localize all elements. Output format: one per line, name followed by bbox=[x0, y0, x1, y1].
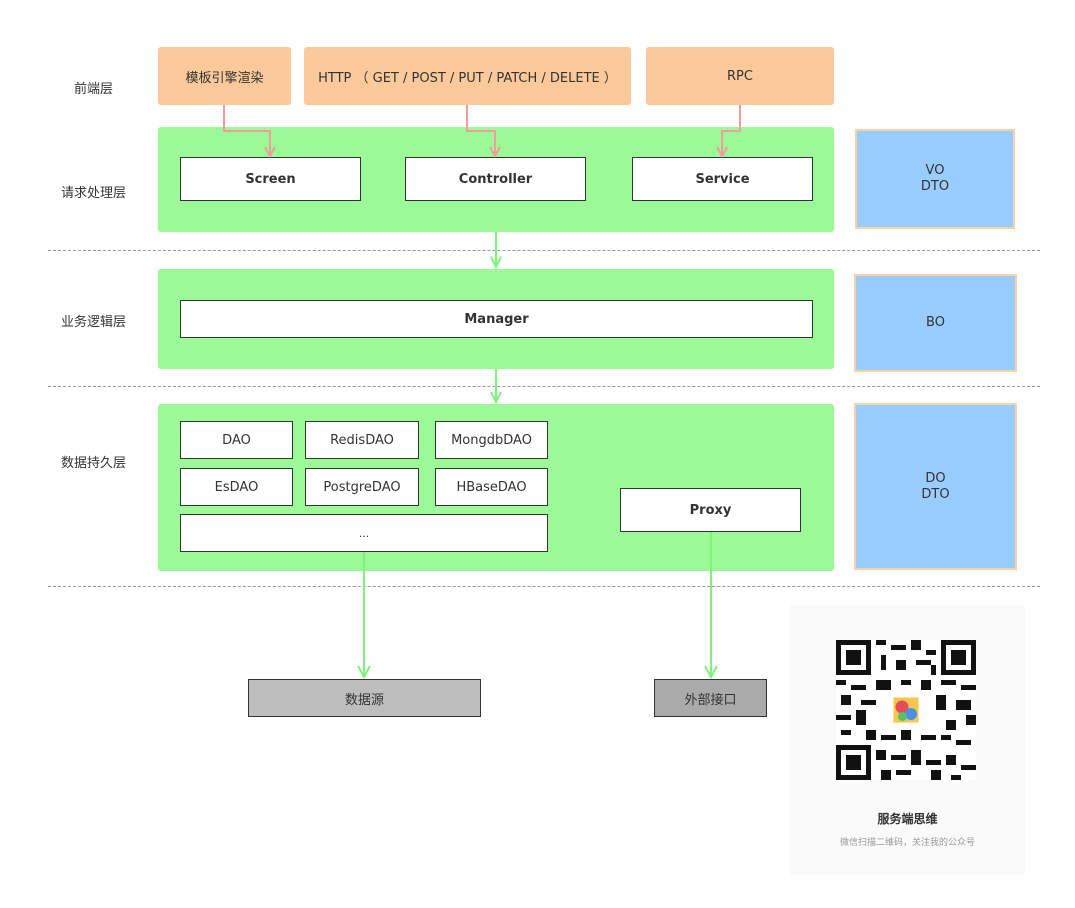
external-api-text: 外部接口 bbox=[684, 692, 737, 708]
label-business-layer: 业务逻辑层 bbox=[61, 315, 127, 330]
screen-text: Screen bbox=[245, 171, 296, 187]
frontend-template-box: 模板引擎渲染 bbox=[158, 47, 291, 105]
divider-2 bbox=[48, 386, 1040, 387]
postgre-dao-text: PostgreDAO bbox=[323, 479, 401, 495]
bo-box: BO bbox=[854, 274, 1017, 372]
dao-text: DAO bbox=[222, 432, 251, 448]
qr-subtitle: 微信扫描二维码，关注我的公众号 bbox=[839, 838, 975, 848]
frontend-template-text: 模板引擎渲染 bbox=[185, 70, 264, 86]
label-frontend-layer: 前端层 bbox=[74, 82, 114, 97]
qr-code-card: 服务端思维 微信扫描二维码，关注我的公众号 bbox=[790, 605, 1025, 875]
postgre-dao-box: PostgreDAO bbox=[305, 468, 419, 506]
service-text: Service bbox=[695, 171, 750, 187]
divider-1 bbox=[48, 250, 1040, 251]
proxy-text: Proxy bbox=[689, 502, 732, 518]
es-dao-text: EsDAO bbox=[214, 479, 259, 495]
more-dao-box: ... bbox=[180, 514, 548, 552]
controller-box: Controller bbox=[405, 157, 586, 201]
label-request-layer: 请求处理层 bbox=[61, 186, 127, 201]
arrow-rpc-to-service bbox=[721, 105, 741, 155]
do-dto-text: DTO bbox=[921, 486, 950, 502]
arrow-template-to-screen bbox=[223, 105, 271, 155]
bo-text: BO bbox=[926, 315, 945, 330]
mongo-dao-text: MongdbDAO bbox=[451, 432, 532, 448]
hbase-dao-box: HBaseDAO bbox=[435, 468, 548, 506]
mongo-dao-box: MongdbDAO bbox=[435, 421, 548, 459]
redis-dao-box: RedisDAO bbox=[305, 421, 419, 459]
es-dao-box: EsDAO bbox=[180, 468, 293, 506]
dao-box: DAO bbox=[180, 421, 293, 459]
frontend-http-box: HTTP （ GET / POST / PUT / PATCH / DELETE… bbox=[304, 47, 631, 105]
frontend-http-text: HTTP （ GET / POST / PUT / PATCH / DELETE… bbox=[318, 70, 617, 86]
service-box: Service bbox=[632, 157, 813, 201]
screen-box: Screen bbox=[180, 157, 361, 201]
vo-dto-text: DTO bbox=[920, 179, 950, 194]
do-text: DO bbox=[925, 470, 946, 486]
manager-text: Manager bbox=[464, 311, 529, 327]
frontend-rpc-text: RPC bbox=[727, 68, 753, 84]
label-persistence-layer: 数据持久层 bbox=[61, 456, 127, 471]
controller-text: Controller bbox=[458, 171, 533, 187]
datasource-box: 数据源 bbox=[248, 679, 481, 717]
do-dto-box: DO DTO bbox=[854, 403, 1017, 570]
external-api-box: 外部接口 bbox=[654, 679, 767, 717]
vo-text: VO bbox=[925, 163, 945, 178]
manager-box: Manager bbox=[180, 300, 813, 338]
hbase-dao-text: HBaseDAO bbox=[456, 479, 527, 495]
arrow-http-to-controller bbox=[466, 105, 496, 155]
vo-dto-box: VO DTO bbox=[855, 129, 1015, 229]
qr-title: 服务端思维 bbox=[877, 812, 938, 826]
proxy-box: Proxy bbox=[620, 488, 801, 532]
qr-code-image bbox=[836, 640, 976, 780]
divider-3 bbox=[48, 586, 1040, 587]
redis-dao-text: RedisDAO bbox=[330, 432, 394, 448]
more-dao-text: ... bbox=[358, 526, 370, 540]
frontend-rpc-box: RPC bbox=[646, 47, 834, 105]
datasource-text: 数据源 bbox=[344, 692, 384, 708]
